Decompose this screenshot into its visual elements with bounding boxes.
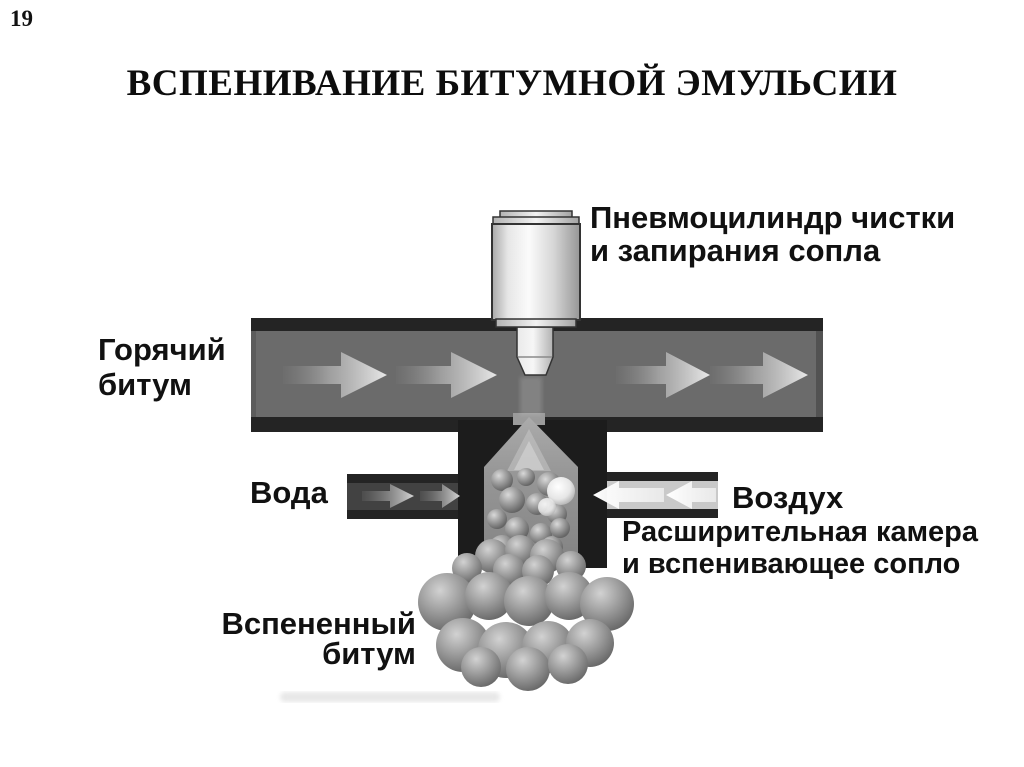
cylinder-flange [495,318,577,328]
foam-bubble [580,577,634,631]
water-pipe-top-wall [347,474,458,483]
slide-title: ВСПЕНИВАНИЕ БИТУМНОЙ ЭМУЛЬСИИ [126,63,898,104]
water-flow-arrows [362,484,460,508]
foam-bubble [465,572,513,620]
foam-bubble [452,553,482,583]
pneumatic-cylinder [491,210,581,376]
label-pneumatic-cylinder-line2: и запирания сопла [590,233,881,268]
scan-smudge [280,692,500,702]
flow-arrow-right [362,484,414,508]
flow-arrow-right [710,352,808,398]
flow-arrow-left [593,481,664,509]
flow-arrow-right [616,352,710,398]
page-number: 19 [10,6,33,31]
water-pipe-bottom-wall [347,510,458,519]
air-pipe-bottom-wall [607,509,718,518]
flow-arrow-left [666,481,716,509]
flow-arrow-right [420,484,460,508]
label-water: Вода [250,475,329,510]
label-foamed-bitumen-line2: битум [322,636,416,671]
water-pipe [347,474,460,519]
label-expansion-chamber-line2: и вспенивающее сопло [622,548,960,580]
air-bubble-highlight [538,498,556,516]
channel-left-edge [251,331,256,417]
foam-bubble [506,647,550,691]
nozzle-plug [516,326,554,376]
hot-bitumen-flow-arrows [283,352,808,398]
air-pipe-top-wall [607,472,718,481]
flow-arrow-right [396,352,497,398]
flow-arrow-right [283,352,387,398]
foam-bubble [504,576,554,626]
chamber-flow-arrow-inner [514,441,544,470]
diagram-labels: Пневмоцилиндр чистки и запирания сопла Г… [98,200,979,671]
flow-streak [520,377,542,415]
label-foamed-bitumen-line1: Вспененный [221,606,416,641]
foam-bubble [418,573,476,631]
foam-bubble [461,647,501,687]
label-hot-bitumen-line1: Горячий [98,332,226,367]
channel-right-edge [816,331,823,417]
label-air: Воздух [732,480,844,515]
foam-bubble [548,644,588,684]
foam-cloud [418,535,634,691]
label-expansion-chamber-line1: Расширительная камера [622,516,979,548]
label-hot-bitumen-line2: битум [98,367,192,402]
label-pneumatic-cylinder-line1: Пневмоцилиндр чистки [590,200,955,235]
air-bubble-highlight [547,477,575,505]
cylinder-body [491,223,581,321]
air-flow-arrows [593,481,716,509]
